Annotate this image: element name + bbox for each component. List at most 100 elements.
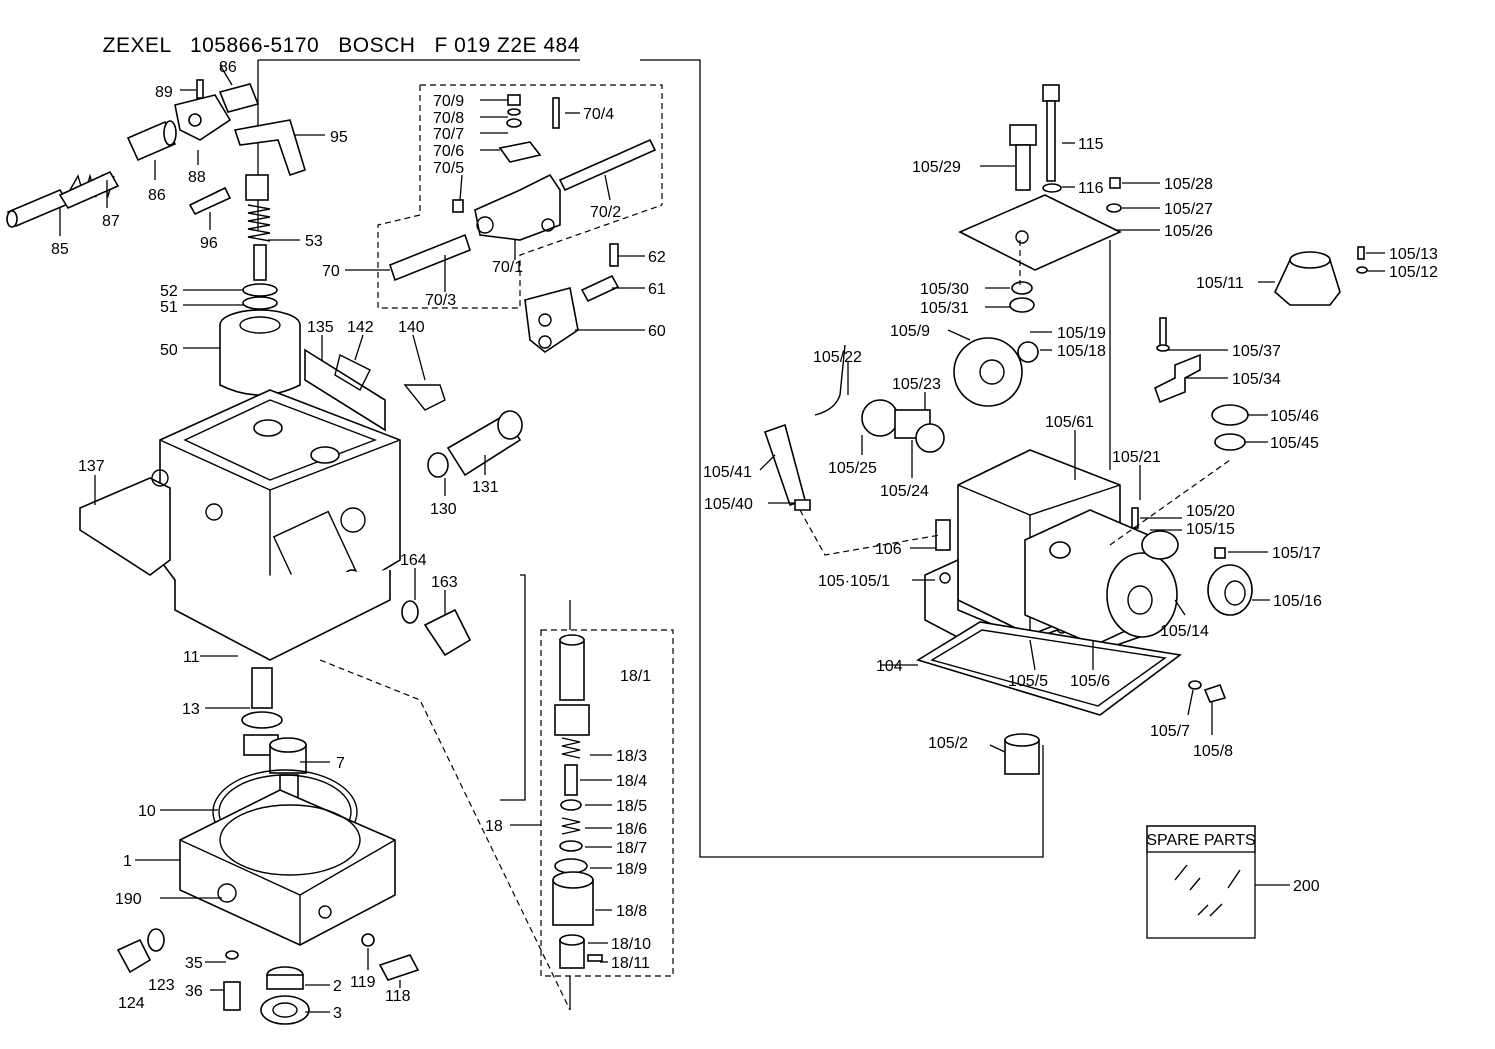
callout: 105/41 — [703, 464, 752, 481]
group-18-parts — [552, 634, 603, 969]
callout: 70/7 — [433, 126, 464, 143]
callout: 70/8 — [433, 110, 464, 127]
callout: 70/6 — [433, 143, 464, 160]
callout: 105/29 — [912, 159, 961, 176]
callout: 7 — [336, 755, 345, 772]
callout: 18/11 — [611, 955, 650, 972]
callout: 118 — [385, 988, 411, 1005]
callout: 95 — [330, 129, 348, 146]
callout: 116 — [1078, 180, 1104, 197]
callout: 200 — [1293, 878, 1320, 895]
zexel-part-number: 105866-5170 — [189, 34, 320, 57]
callout: 18/4 — [616, 773, 647, 790]
callout: 105/22 — [813, 349, 862, 366]
callout: 105/18 — [1057, 343, 1106, 360]
callout: 35 — [185, 955, 203, 972]
callout: 105/20 — [1186, 503, 1235, 520]
callout: 105/15 — [1186, 521, 1235, 538]
callout: 105/9 — [890, 323, 930, 340]
callout: 105/45 — [1270, 435, 1319, 452]
spare-parts-box: SPARE PARTS — [1146, 825, 1256, 939]
callout: 18 — [485, 818, 503, 835]
callout: 18/6 — [616, 821, 647, 838]
callout: 18/3 — [616, 748, 647, 765]
spare-parts-label: SPARE PARTS — [1146, 832, 1255, 849]
callout: 87 — [102, 213, 120, 230]
governor-linkage — [6, 79, 306, 396]
callout: 105/24 — [880, 483, 929, 500]
leader-lines — [59, 64, 1385, 1013]
callout: 105/46 — [1270, 408, 1319, 425]
callout: 96 — [200, 235, 218, 252]
governor-housing — [79, 348, 446, 661]
callout: 70/4 — [583, 106, 614, 123]
callout: 190 — [115, 891, 142, 908]
callout: 10 — [138, 803, 156, 820]
callout: 140 — [398, 319, 425, 336]
callout: 88 — [188, 169, 206, 186]
callout: 70/9 — [433, 93, 464, 110]
callout: 119 — [350, 974, 376, 991]
callout: 130 — [430, 501, 457, 518]
callout: 105/27 — [1164, 201, 1213, 218]
callout: 105/61 — [1045, 414, 1094, 431]
group-70-parts — [389, 94, 657, 353]
callout: 106 — [875, 541, 902, 558]
callout: 105/5 — [1008, 673, 1048, 690]
callout: 70/1 — [492, 259, 523, 276]
group-frame-lines — [257, 59, 1044, 1011]
callout: 86 — [219, 59, 237, 76]
callout: 85 — [51, 241, 69, 258]
callout: 105/8 — [1193, 743, 1233, 760]
bosch-part-number: F 019 Z2E 484 — [434, 34, 580, 57]
callout: 53 — [305, 233, 323, 250]
callout: 3 — [333, 1005, 342, 1022]
callout: 142 — [347, 319, 374, 336]
callout: 105/12 — [1389, 264, 1438, 281]
side-fittings — [401, 410, 523, 657]
callout: 70 — [322, 263, 340, 280]
callout: 115 — [1078, 136, 1104, 153]
callout: 105/26 — [1164, 223, 1213, 240]
callout: 89 — [155, 84, 173, 101]
callout: 105/6 — [1070, 673, 1110, 690]
callout: 70/5 — [433, 160, 464, 177]
callout: 62 — [648, 249, 666, 266]
callout: 105/34 — [1232, 371, 1281, 388]
callout: 105/17 — [1272, 545, 1321, 562]
callout: 131 — [472, 479, 499, 496]
callout: 105·105/1 — [818, 573, 890, 590]
callout: 105/7 — [1150, 723, 1190, 740]
callout: 1 — [123, 853, 132, 870]
callout: 105/13 — [1389, 246, 1438, 263]
drawing-header: ZEXEL 105866-5170 BOSCH F 019 Z2E 484 — [90, 10, 580, 58]
callout: 105/14 — [1160, 623, 1209, 640]
callout: 2 — [333, 978, 342, 995]
callout: 105/19 — [1057, 325, 1106, 342]
callout: 105/40 — [704, 496, 753, 513]
callout: 105/2 — [928, 735, 968, 752]
callout: 105/11 — [1196, 275, 1244, 292]
callout: 124 — [118, 995, 145, 1012]
callout: 135 — [307, 319, 334, 336]
callout: 36 — [185, 983, 203, 1000]
callout: 18/8 — [616, 903, 647, 920]
callout: 164 — [400, 552, 427, 569]
callout: 51 — [160, 299, 178, 316]
callout-labels: 86 89 95 88 86 87 85 96 53 52 51 50 135 … — [51, 59, 1438, 1022]
callout: 13 — [182, 701, 200, 718]
callout: 105/28 — [1164, 176, 1213, 193]
callout: 105/25 — [828, 460, 877, 477]
callout: 104 — [876, 658, 903, 675]
callout: 137 — [78, 458, 105, 475]
callout: 50 — [160, 342, 178, 359]
callout: 163 — [431, 574, 458, 591]
callout: 70/2 — [590, 204, 621, 221]
callout: 18/5 — [616, 798, 647, 815]
callout: 61 — [648, 281, 666, 298]
drive-gear-parts — [116, 667, 420, 1025]
callout: 70/3 — [425, 292, 456, 309]
callout: 18/10 — [611, 936, 651, 953]
callout: 18/7 — [616, 840, 647, 857]
